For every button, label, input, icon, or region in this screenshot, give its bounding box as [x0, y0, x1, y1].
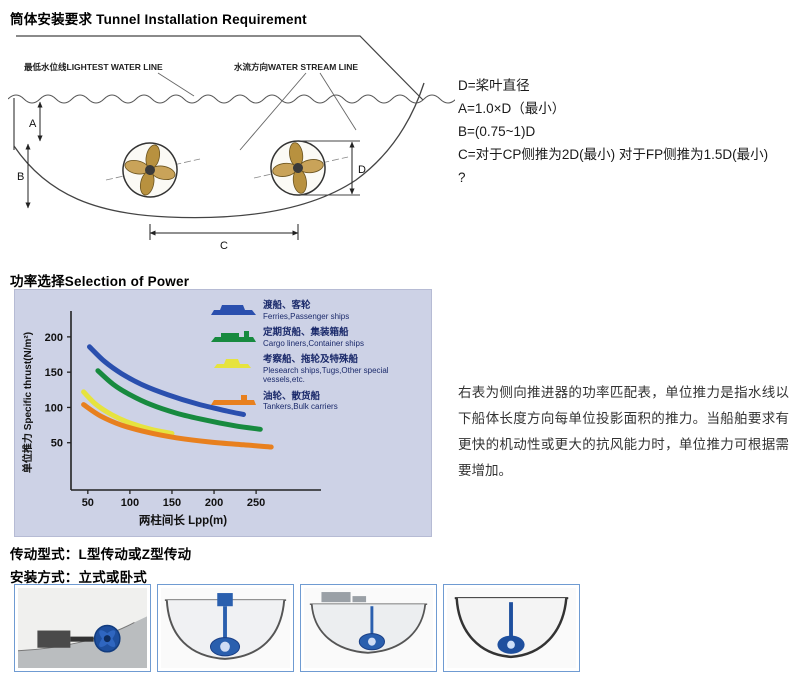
- cargo-ship-icon: [211, 331, 256, 342]
- legend-tankers-en: Tankers,Bulk carriers: [263, 402, 338, 411]
- dimension-d: D: [300, 140, 366, 196]
- transmission-type-line: 传动型式：L型传动或Z型传动: [10, 547, 192, 562]
- thruster-centerlines: [105, 156, 349, 181]
- y-tick-label: 200: [45, 332, 63, 344]
- vertical-drive-drawing: [161, 588, 290, 668]
- series-curve: [81, 389, 175, 436]
- legend-ferries-cn: 渡船、客轮: [263, 300, 311, 311]
- x-axis-title: 两柱间长 Lpp(m): [139, 513, 227, 527]
- install-thumb-cross-section-thruster: [443, 584, 580, 672]
- x-tick-label: 250: [247, 497, 265, 509]
- y-tick-label: 100: [45, 402, 63, 414]
- water-stream-line-label: 水流方向WATER STREAM LINE: [233, 62, 358, 72]
- legend-cargo-en: Cargo liners,Container ships: [263, 338, 364, 348]
- tanker-ship-icon: [211, 394, 256, 405]
- legend-item-cargo: 定期货船、集装箱船 Cargo liners,Container ships: [211, 327, 429, 348]
- ferry-ship-icon: [211, 305, 256, 315]
- dimension-b: B: [17, 143, 31, 209]
- dim-a-label: A: [29, 118, 37, 130]
- y-tick-label: 50: [51, 438, 63, 450]
- legend-tankers-cn: 油轮、散货船: [263, 390, 321, 402]
- thruster-left: [122, 142, 178, 198]
- series-curve: [81, 402, 274, 450]
- install-thumb-cross-section-superstructure: [300, 584, 437, 672]
- tunnel-installation-drawing: A B C D 最低水位线LIGHTEST WATER LI: [7, 28, 457, 263]
- y-tick-label: 150: [45, 367, 63, 379]
- install-thumb-vertical-drive: [157, 584, 294, 672]
- research-ship-icon: [214, 359, 251, 368]
- dimension-a: A: [29, 101, 43, 142]
- y-axis-title: 单位推力 Specific thrust(N/m²): [21, 332, 34, 473]
- dimension-c: C: [149, 224, 299, 252]
- cross-section-thruster-drawing: [447, 588, 576, 668]
- note-extra: ?: [458, 170, 466, 185]
- dim-d-label: D: [358, 164, 366, 176]
- x-tick-label: 100: [121, 497, 139, 509]
- installation-type-line: 安装方式：立式或卧式: [10, 570, 147, 585]
- x-tick-label: 50: [82, 497, 94, 509]
- hull-outline: [13, 35, 425, 219]
- water-line: [7, 94, 457, 104]
- section-title-tunnel-installation: 筒体安装要求 Tunnel Installation Requirement: [10, 12, 307, 27]
- horizontal-drive-drawing: [18, 588, 147, 668]
- legend-ferries-en: Ferries,Passenger ships: [263, 311, 350, 321]
- note-c: C=对于CP侧推为2D(最小) 对于FP侧推为1.5D(最小): [458, 147, 769, 162]
- legend-research-en: Plesearch ships,Tugs,Other special vesse…: [263, 365, 389, 385]
- note-a: A=1.0×D（最小）: [458, 101, 566, 116]
- specific-thrust-plot: 50 100 150 200 250 50 100 150 200 两柱间长 Lpp(m) 单位推力…: [21, 311, 321, 527]
- legend-item-tankers: 油轮、散货船 Tankers,Bulk carriers: [211, 391, 429, 412]
- power-matching-paragraph: 右表为侧向推进器的功率匹配表，单位推力是指水线以下船体长度方向每单位投影面积的推…: [458, 385, 789, 478]
- chart-legend: 渡船、客轮 Ferries,Passenger ships 定期货船、集装箱船 …: [211, 300, 429, 418]
- power-selection-chart: 50 100 150 200 250 50 100 150 200 两柱间长 Lpp(m) 单位推力…: [14, 289, 432, 537]
- install-thumb-horizontal-drive: [14, 584, 151, 672]
- legend-research-cn: 考察船、拖轮及特殊船: [263, 354, 359, 365]
- leader-lines: [157, 72, 357, 151]
- note-d: D=桨叶直径: [458, 78, 530, 93]
- series-curve: [95, 368, 263, 432]
- dim-b-label: B: [17, 171, 24, 183]
- cross-section-superstructure-drawing: [304, 588, 433, 668]
- x-tick-label: 200: [205, 497, 223, 509]
- thruster-right: [270, 140, 326, 196]
- x-tick-label: 150: [163, 497, 181, 509]
- dim-c-label: C: [220, 240, 228, 252]
- series-curve: [87, 344, 246, 417]
- section-title-power-selection: 功率选择Selection of Power: [10, 274, 190, 289]
- dimension-notes: D=桨叶直径 A=1.0×D（最小） B=(0.75~1)D C=对于CP侧推为…: [458, 74, 786, 189]
- hull-side-view-drawing: A B C D 最低水位线LIGHTEST WATER LI: [7, 35, 457, 252]
- note-b: B=(0.75~1)D: [458, 124, 536, 139]
- lightest-water-line-label: 最低水位线LIGHTEST WATER LINE: [24, 62, 163, 72]
- legend-item-ferries: 渡船、客轮 Ferries,Passenger ships: [211, 300, 429, 321]
- legend-cargo-cn: 定期货船、集装箱船: [263, 327, 349, 338]
- legend-item-research: 考察船、拖轮及特殊船 Plesearch ships,Tugs,Other sp…: [211, 354, 429, 385]
